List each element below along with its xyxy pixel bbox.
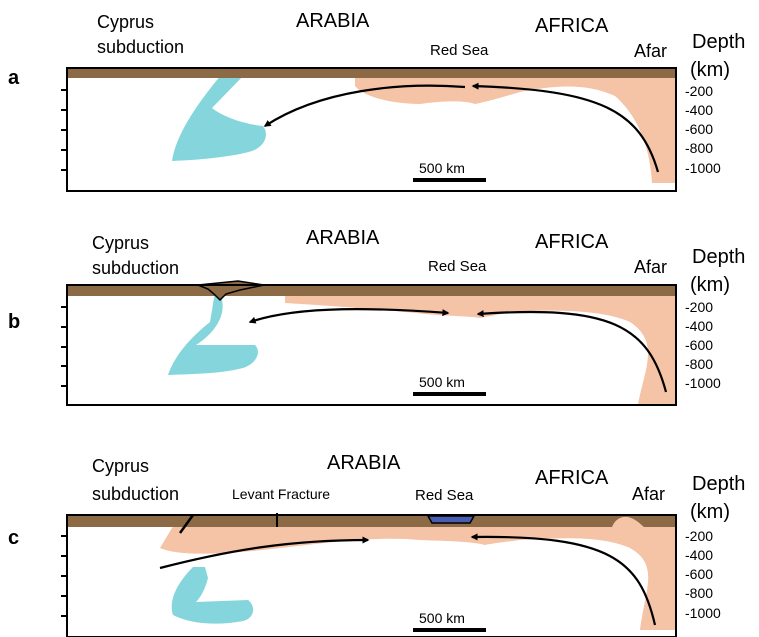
depth-tick-label: -400	[685, 318, 713, 334]
depth-tick-label: -800	[685, 140, 713, 156]
depth-tick-label: -600	[685, 121, 713, 137]
depth-label: Depth	[692, 246, 745, 268]
depth-tick-label: -800	[685, 585, 713, 601]
africa-label: AFRICA	[535, 15, 609, 37]
flow-arrow	[250, 309, 448, 322]
red-sea-label: Red Sea	[428, 258, 487, 275]
red-sea-label: Red Sea	[415, 487, 474, 504]
depth-tick-label: -1000	[685, 160, 721, 176]
depth-unit-label: (km)	[690, 59, 730, 81]
subduction-label: subduction	[97, 37, 184, 57]
subducting-slab	[172, 567, 253, 624]
lithosphere-crust	[67, 68, 676, 78]
depth-label: Depth	[692, 31, 745, 53]
depth-tick-labels: -200 -400 -600 -800 -1000	[685, 528, 721, 621]
depth-tick-label: -200	[685, 83, 713, 99]
levant-fracture-label: Levant Fracture	[232, 486, 330, 502]
cyprus-label: Cyprus	[97, 12, 154, 32]
cyprus-label: Cyprus	[92, 456, 149, 476]
subducting-slab	[168, 292, 258, 375]
panel-letter: a	[8, 67, 20, 89]
depth-tick-labels: -200 -400 -600 -800 -1000	[685, 299, 721, 391]
arabia-label: ARABIA	[327, 452, 401, 474]
scale-bar-label: 500 km	[419, 610, 465, 626]
cyprus-label: Cyprus	[92, 233, 149, 253]
depth-tick-label: -1000	[685, 605, 721, 621]
subduction-label: subduction	[92, 484, 179, 504]
panel-b: b Cyprus subduction ARABIA AFRICA Red Se…	[8, 227, 745, 405]
depth-tick-label: -400	[685, 547, 713, 563]
depth-tick-label: -200	[685, 528, 713, 544]
flow-arrow	[472, 537, 655, 625]
depth-label: Depth	[692, 473, 745, 495]
africa-label: AFRICA	[535, 231, 609, 253]
africa-label: AFRICA	[535, 467, 609, 489]
panel-a: a Cyprus subduction ARABIA AFRICA Red Se…	[8, 10, 745, 191]
red-sea-basin	[428, 516, 474, 523]
afar-label: Afar	[632, 484, 665, 504]
depth-tick-label: -600	[685, 566, 713, 582]
depth-unit-label: (km)	[690, 274, 730, 296]
mantle-plume	[285, 290, 676, 404]
scale-bar-label: 500 km	[419, 160, 465, 176]
depth-unit-label: (km)	[690, 501, 730, 523]
panel-c: c Cyprus subduction ARABIA AFRICA Levant…	[8, 452, 745, 637]
red-sea-label: Red Sea	[430, 42, 489, 59]
depth-tick-label: -1000	[685, 375, 721, 391]
arabia-label: ARABIA	[296, 10, 370, 32]
panel-letter: c	[8, 527, 19, 549]
arabia-label: ARABIA	[306, 227, 380, 249]
mantle-plume	[355, 74, 676, 183]
scale-bar-label: 500 km	[419, 374, 465, 390]
depth-tick-label: -800	[685, 356, 713, 372]
lithosphere-crust	[67, 285, 676, 296]
depth-tick-label: -200	[685, 299, 713, 315]
depth-tick-label: -400	[685, 102, 713, 118]
subducting-slab	[172, 74, 266, 161]
depth-tick-labels: -200 -400 -600 -800 -1000	[685, 83, 721, 176]
afar-label: Afar	[634, 257, 667, 277]
lithosphere-crust	[67, 515, 676, 527]
panel-letter: b	[8, 311, 20, 333]
subduction-label: subduction	[92, 258, 179, 278]
afar-label: Afar	[634, 41, 667, 61]
depth-tick-label: -600	[685, 337, 713, 353]
